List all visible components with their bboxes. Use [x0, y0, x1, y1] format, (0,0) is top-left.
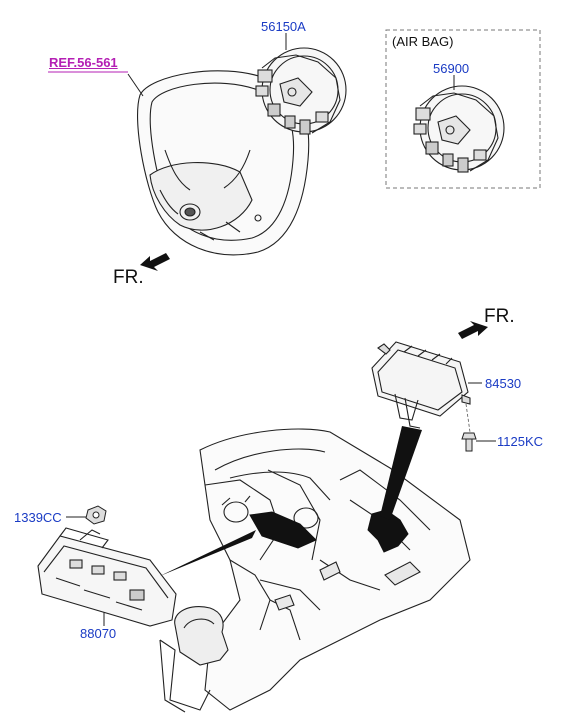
- reference-label[interactable]: REF.56-561: [49, 55, 118, 70]
- ref-leader-line: [127, 73, 144, 97]
- passenger-pointer-wedge: [380, 426, 422, 520]
- bolt-part-number[interactable]: 1125KC: [497, 434, 544, 449]
- switch-mount-highlight: [249, 511, 317, 549]
- front-direction-label-top: FR.: [113, 267, 144, 288]
- steering-wheel: [137, 70, 310, 256]
- switch-pointer-wedge: [160, 530, 256, 576]
- nut-1339cc: [85, 505, 107, 525]
- bolt-guide-line: [465, 403, 471, 433]
- airbag-module-part-number[interactable]: 56900: [433, 61, 470, 76]
- passenger-airbag-module: [371, 341, 471, 429]
- bolt-1125kc: [461, 432, 477, 452]
- front-arrow-right-icon: [458, 321, 488, 339]
- driver-airbag-part-number[interactable]: 56150A: [261, 19, 306, 34]
- passenger-airbag-part-number[interactable]: 84530: [485, 376, 522, 391]
- nut-part-number[interactable]: 1339CC: [14, 510, 62, 525]
- front-arrow-top-icon: [140, 253, 170, 271]
- driver-airbag-module: [255, 47, 347, 135]
- airbag-option-box: [385, 29, 541, 189]
- switch-unit-88070: [37, 527, 177, 627]
- front-direction-label-right: FR.: [484, 306, 515, 327]
- airbag-group-title: (AIR BAG): [392, 34, 454, 49]
- switch-unit-part-number[interactable]: 88070: [80, 626, 117, 641]
- instrument-panel: [159, 428, 471, 713]
- airbag-module-56900: [413, 85, 505, 173]
